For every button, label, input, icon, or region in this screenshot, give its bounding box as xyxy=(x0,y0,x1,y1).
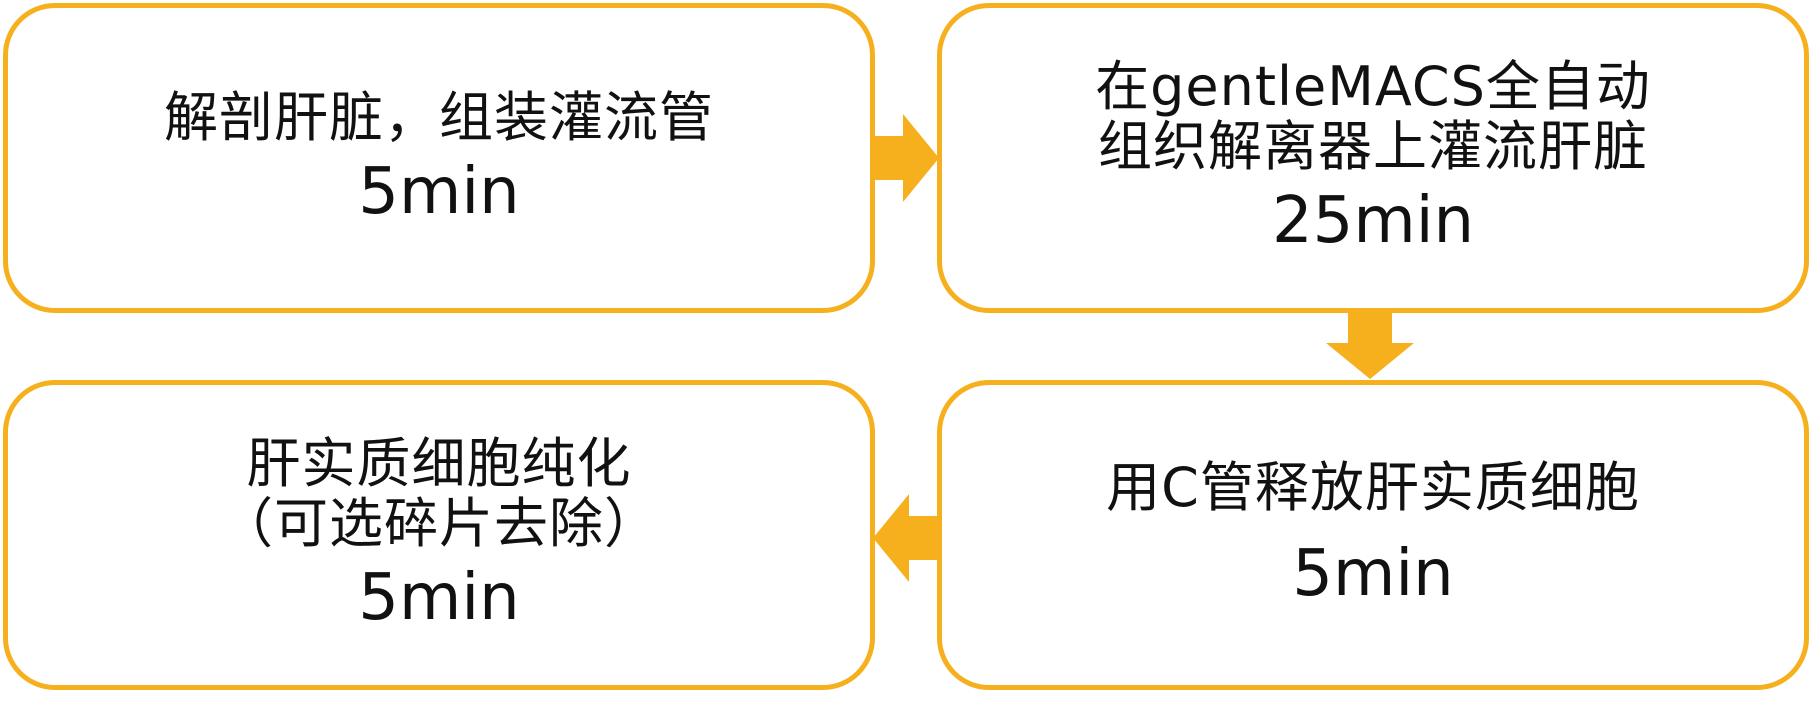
step-2-duration: 25min xyxy=(1271,184,1475,258)
step-1-label: 解剖肝脏，组装灌流管 xyxy=(164,86,714,149)
step-3-duration: 5min xyxy=(1292,537,1454,611)
step-4-duration: 5min xyxy=(358,561,520,635)
step-2-box: 在gentleMACS全自动 组织解离器上灌流肝脏 25min xyxy=(937,3,1809,313)
step-4-box: 肝实质细胞纯化 （可选碎片去除） 5min xyxy=(3,380,875,690)
right-arrow-icon xyxy=(873,114,939,202)
step-3-box: 用C管释放肝实质细胞 5min xyxy=(937,380,1809,690)
step-2-label-line-1: 在gentleMACS全自动 xyxy=(1095,55,1651,118)
step-1-duration: 5min xyxy=(358,155,520,229)
step-3-label: 用C管释放肝实质细胞 xyxy=(1106,456,1640,519)
step-1-box: 解剖肝脏，组装灌流管 5min xyxy=(3,3,875,313)
step-2-label-line-2: 组织解离器上灌流肝脏 xyxy=(1098,115,1648,178)
step-4-label-line-1: 肝实质细胞纯化 xyxy=(246,432,632,495)
down-arrow-icon xyxy=(1326,311,1414,379)
step-4-label-line-2: （可选碎片去除） xyxy=(219,492,659,555)
left-arrow-icon xyxy=(873,494,939,582)
